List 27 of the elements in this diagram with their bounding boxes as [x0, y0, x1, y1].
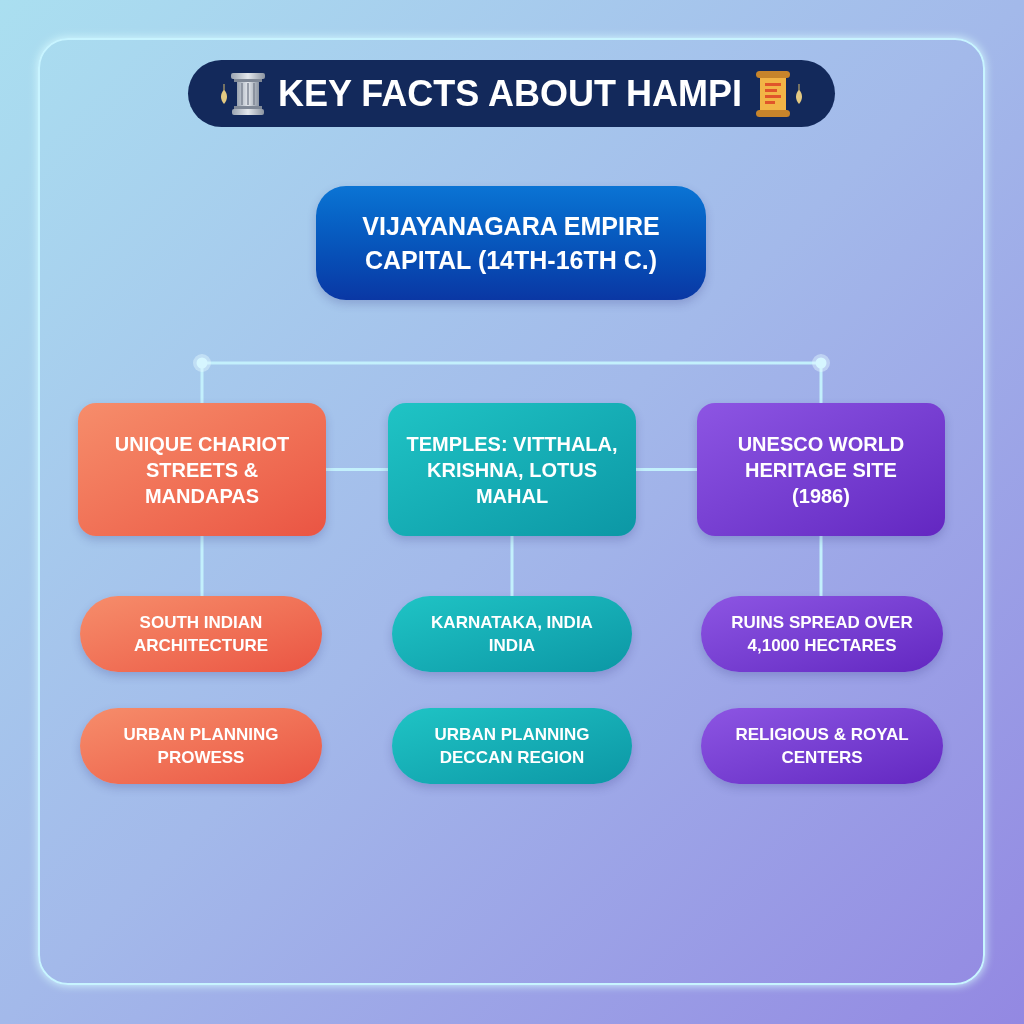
fact-heading-text: TEMPLES: VITTHALA, KRISHNA, LOTUS MAHAL: [405, 431, 619, 509]
fact-pill: [701, 596, 943, 672]
connector-line: [819, 536, 823, 596]
connector-line: [510, 536, 514, 596]
fact-text: URBAN PLANNING DECCAN REGION: [433, 724, 591, 769]
fact-text: SOUTH INDIAN ARCHITECTURE: [132, 612, 270, 657]
fact-text: URBAN PLANNING PROWESS: [122, 724, 280, 769]
fact-heading-text: UNIQUE CHARIOT STREETS & MANDAPAS: [113, 431, 291, 509]
main-topic-panel: [316, 186, 706, 300]
title: KEY FACTS ABOUT HAMPI: [278, 75, 742, 112]
fact-card: [78, 403, 326, 536]
connector-line: [200, 361, 823, 403]
connector-line: [326, 468, 388, 471]
fact-pill: [392, 596, 632, 672]
fact-pill: [392, 708, 632, 784]
fact-card: [697, 403, 945, 536]
fact-card: [388, 403, 636, 536]
fact-text: RELIGIOUS & ROYAL CENTERS: [734, 724, 910, 769]
main-topic-text: VIJAYANAGARA EMPIRE CAPITAL (14TH-16TH C.): [361, 211, 661, 276]
fact-pill: [80, 708, 322, 784]
fact-text: KARNATAKA, INDIA INDIA: [430, 612, 594, 657]
connector-line: [636, 468, 697, 471]
fact-pill: [80, 596, 322, 672]
connector-line: [200, 536, 204, 596]
fact-pill: [701, 708, 943, 784]
fact-text: RUINS SPREAD OVER 4,1000 HECTARES: [730, 612, 914, 657]
fact-heading-text: UNESCO WORLD HERITAGE SITE (1986): [736, 431, 906, 509]
